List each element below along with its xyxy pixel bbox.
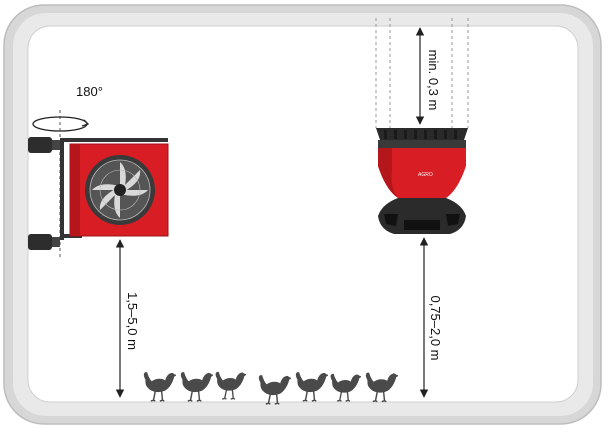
dimension-lines — [115, 27, 429, 398]
rotation-label: 180° — [76, 84, 103, 99]
min-clearance-label: min. 0,3 m — [426, 49, 441, 111]
side-wall-fan-icon — [28, 110, 169, 258]
ceiling-unit-height-label: 0,75–2,0 m — [428, 295, 443, 361]
ceiling-mixing-fan-icon: AGRO — [375, 18, 469, 234]
svg-text:AGRO: AGRO — [418, 172, 433, 178]
side-fan-height-label: 1,5–5,0 m — [125, 292, 140, 350]
rotation-arrow-icon — [32, 116, 90, 132]
